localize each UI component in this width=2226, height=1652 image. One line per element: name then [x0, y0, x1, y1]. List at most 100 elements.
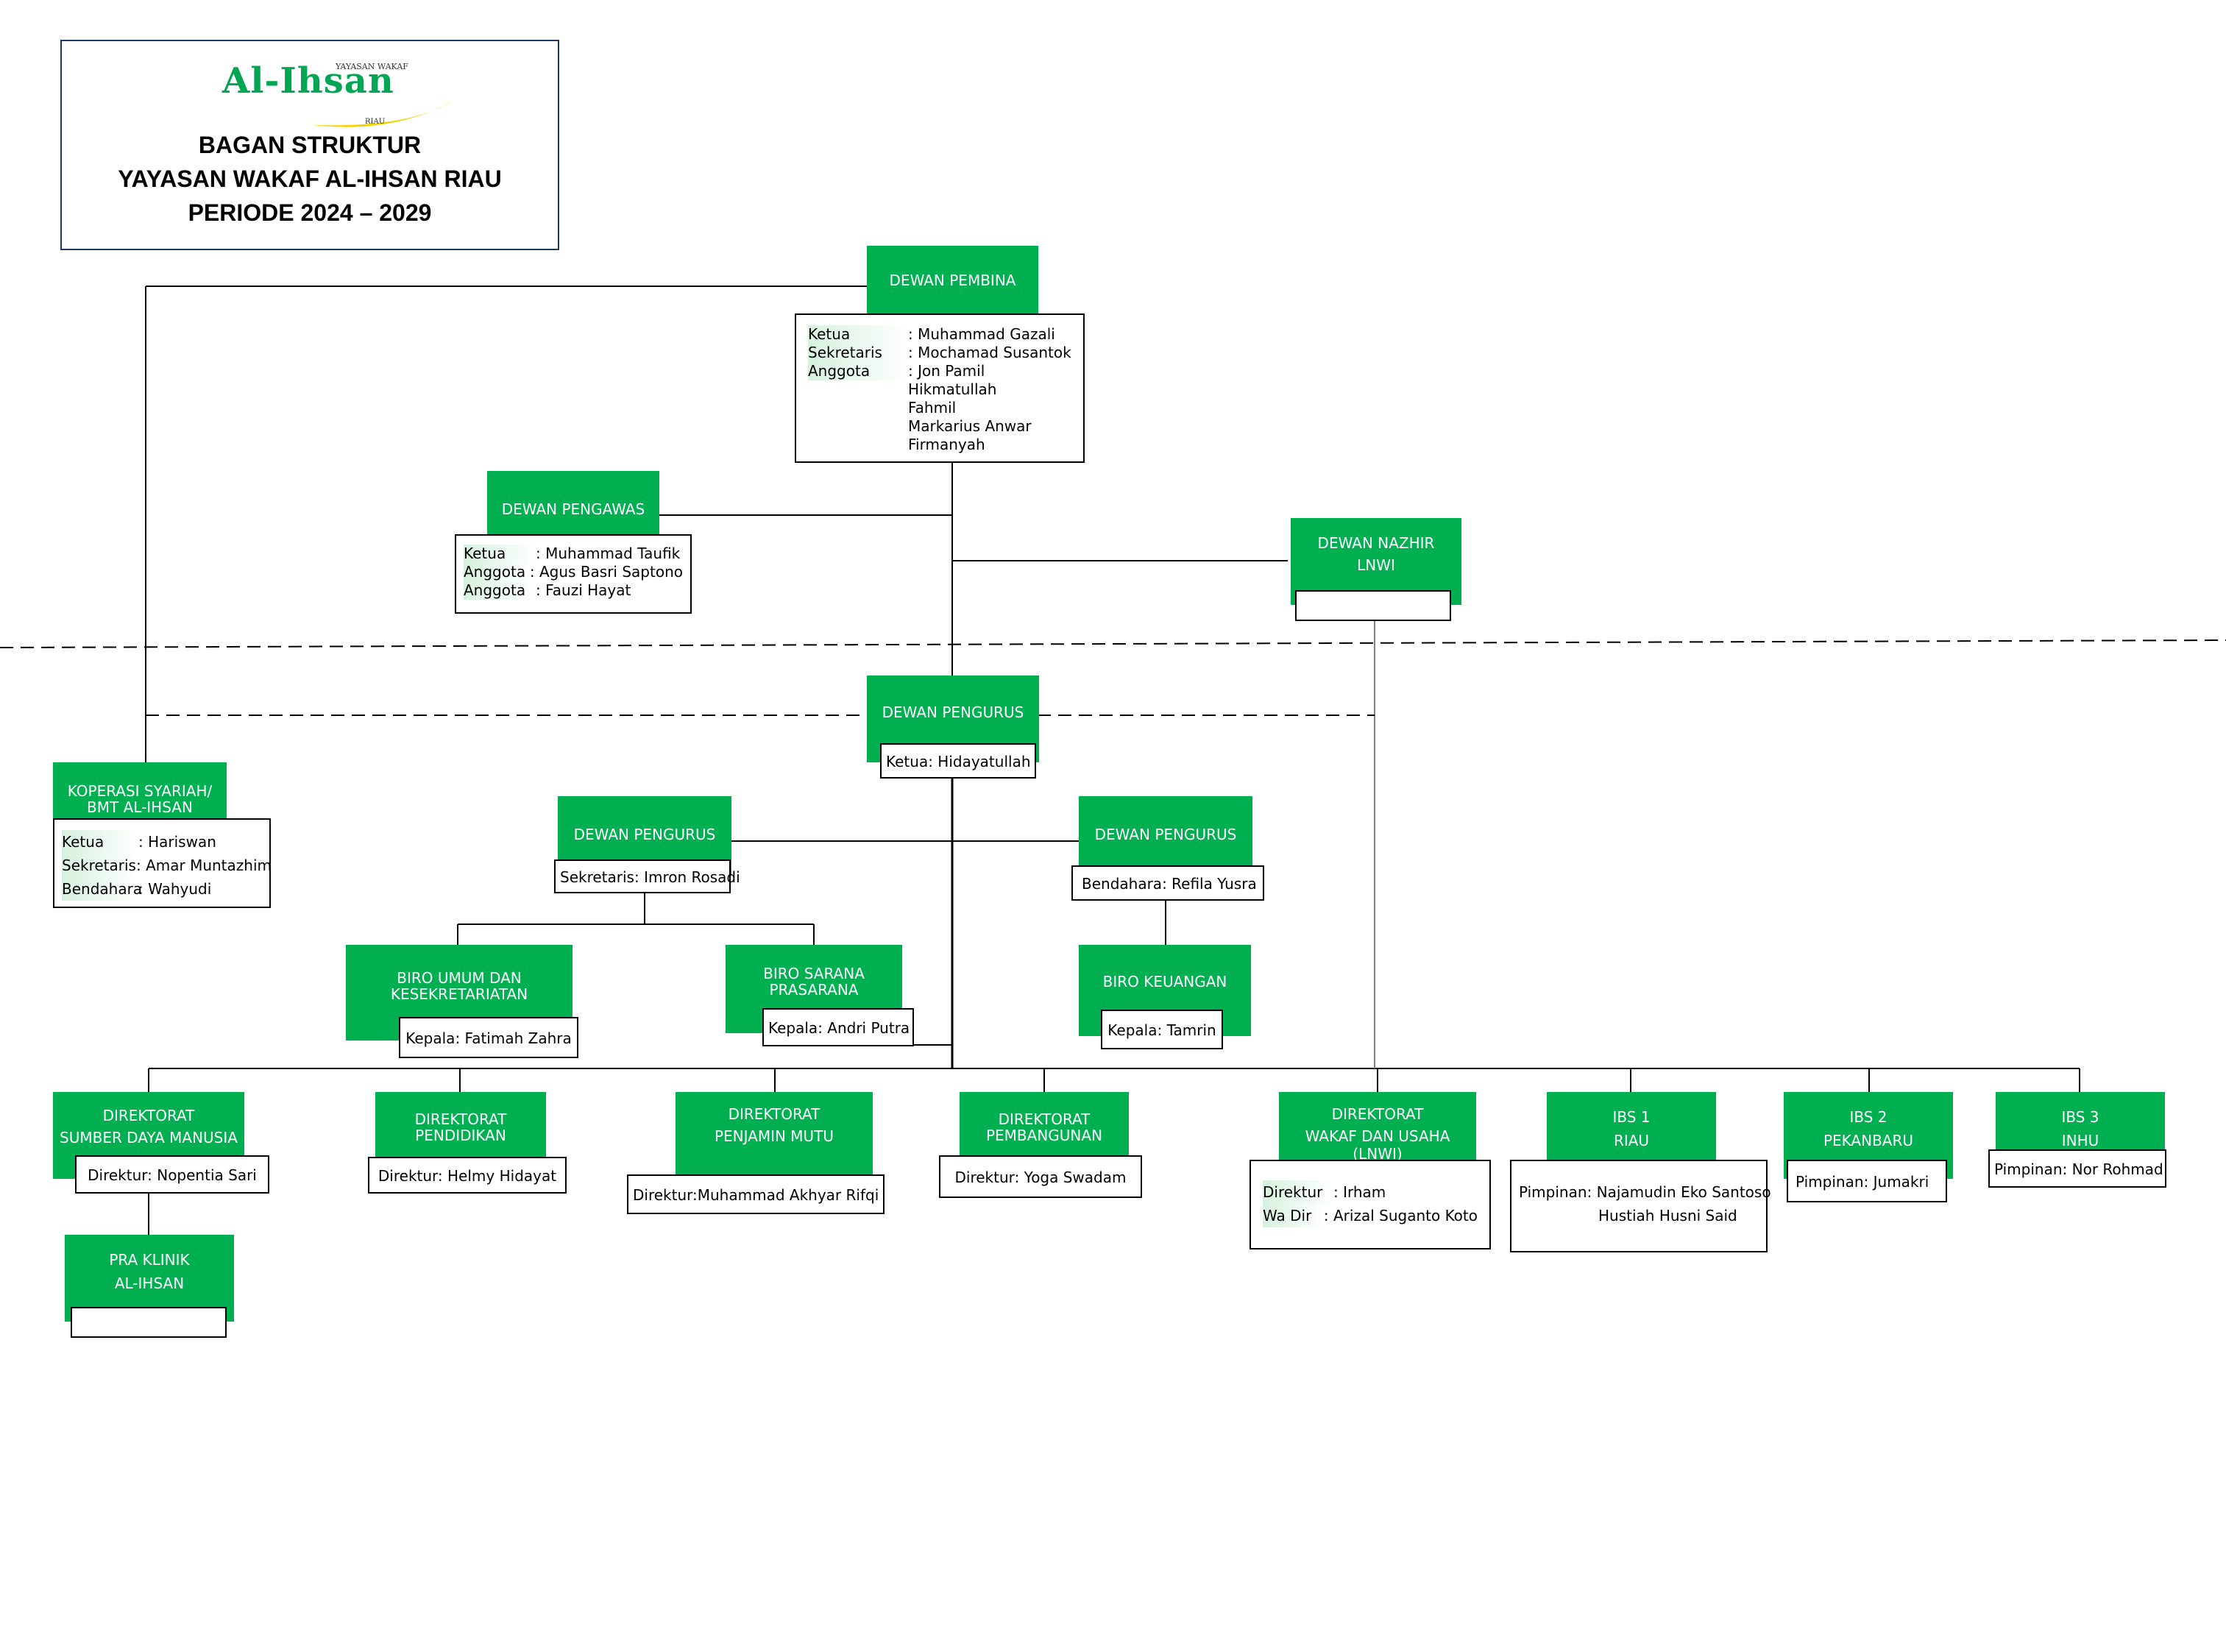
- dir-mutu-subtitle: PENJAMIN MUTU: [714, 1127, 834, 1145]
- koperasi-title: KOPERASI SYARIAH/: [67, 782, 213, 800]
- member-row: Anggota: Agus Basri Saptono: [464, 563, 683, 581]
- dir-sdm-person: Direktur: Nopentia Sari: [75, 1155, 269, 1194]
- title-block: YAYASAN WAKAF Al-Ihsan RIAU BAGAN STRUKT…: [60, 40, 559, 250]
- member-name: : Amar Muntazhim: [135, 857, 272, 874]
- chart-period: PERIODE 2024 – 2029: [188, 199, 432, 226]
- dewan-pengurus-title: DEWAN PENGURUS: [882, 703, 1024, 721]
- yayasan-logo: YAYASAN WAKAF Al-Ihsan RIAU: [62, 60, 558, 141]
- member-role: Wa Dir: [1263, 1204, 1324, 1227]
- member-name: Firmanyah: [908, 436, 985, 453]
- member-role: [808, 436, 908, 454]
- chart-org: YAYASAN WAKAF AL-IHSAN RIAU: [118, 166, 502, 192]
- member-row: Anggota: Jon Pamil: [808, 362, 1071, 380]
- member-name: Hikmatullah: [908, 380, 997, 398]
- member-name: : Hariswan: [138, 833, 216, 851]
- ibs3-title: IBS 3: [2061, 1108, 2099, 1126]
- dir-mutu-title: DIREKTORAT: [728, 1105, 820, 1123]
- dir-pendidikan-subtitle: PENDIDIKAN: [415, 1127, 506, 1144]
- member-role: Bendahara: [62, 877, 142, 901]
- member-row: Ketua: Hariswan: [62, 830, 262, 854]
- member-row: Bendahara: Wahyudi: [62, 877, 262, 901]
- member-role: Ketua: [62, 830, 138, 854]
- member-row: Markarius Anwar: [808, 417, 1071, 436]
- bendahara-title: DEWAN PENGURUS: [1094, 826, 1237, 843]
- ibs1-title: IBS 1: [1612, 1108, 1651, 1126]
- biro-umum-person: Kepala: Fatimah Zahra: [399, 1017, 578, 1058]
- dewan-nazhir-title: DEWAN NAZHIR: [1317, 534, 1435, 552]
- member-role: Direktur: [1263, 1180, 1333, 1204]
- member-row: Ketua: Muhammad Gazali: [808, 325, 1071, 344]
- dir-wakaf-subtitle: WAKAF dan USAHA (LNWI): [1305, 1127, 1450, 1163]
- member-row: Sekretaris: Mochamad Susantok: [808, 344, 1071, 362]
- ibs3-person: Pimpinan: Nor Rohmad: [1988, 1149, 2166, 1188]
- ibs3-subtitle: INHU: [2061, 1132, 2099, 1149]
- member-name: : Jon Pamil: [908, 362, 985, 380]
- member-row: Sekretaris: Amar Muntazhim: [62, 854, 272, 877]
- dewan-pengurus-ketua: Ketua: Hidayatullah: [880, 743, 1036, 779]
- dir-pembangunan-title: DIREKTORAT: [998, 1110, 1091, 1128]
- klinik-subtitle: AL-IHSAN: [114, 1275, 185, 1292]
- member-name: Markarius Anwar: [908, 417, 1032, 435]
- member-role: [808, 417, 908, 436]
- member-role: Sekretaris: [62, 854, 136, 877]
- ibs1-person-2: Hustiah Husni Said: [1598, 1207, 1737, 1224]
- dir-sdm-title: DIREKTORAT: [102, 1107, 195, 1124]
- logo-swoosh-icon: [312, 102, 452, 127]
- ibs1-person-1: Pimpinan: Najamudin Eko Santoso: [1519, 1183, 1771, 1201]
- member-role: Anggota: [464, 563, 530, 581]
- dewan-nazhir-members: [1295, 590, 1451, 621]
- member-role: Ketua: [808, 325, 908, 344]
- bendahara-person: Bendahara: Refila Yusra: [1071, 865, 1264, 901]
- member-role: Ketua: [464, 545, 536, 563]
- biro-keuangan-person: Kepala: Tamrin: [1101, 1010, 1223, 1049]
- sekretaris-person: Sekretaris: Imron Rosadi: [554, 859, 740, 893]
- dir-pendidikan-title: DIREKTORAT: [414, 1110, 507, 1128]
- logo-text: Al-Ihsan: [222, 60, 394, 102]
- dewan-pengawas-title: DEWAN PENGAWAS: [501, 500, 645, 518]
- member-row: Direktur: Irham: [1263, 1180, 1478, 1204]
- member-name: : Muhammad Gazali: [908, 325, 1055, 343]
- dir-pembangunan-subtitle: PEMBANGUNAN: [985, 1127, 1103, 1144]
- member-row: Hikmatullah: [808, 380, 1071, 399]
- biro-keuangan-title: BIRO KEUANGAN: [1102, 973, 1227, 990]
- dir-wakaf-title: DIREKTORAT: [1331, 1105, 1424, 1123]
- biro-umum-subtitle: KESEKRETARIATAN: [390, 985, 528, 1003]
- logo-riau: RIAU: [365, 118, 386, 126]
- biro-sarana-title: BIRO SARANA: [763, 965, 865, 982]
- member-row: Firmanyah: [808, 436, 1071, 454]
- koperasi-subtitle: BMT AL-IHSAN: [87, 798, 193, 816]
- sekretaris-title: DEWAN PENGURUS: [573, 826, 716, 843]
- dir-mutu-person: Direktur:Muhammad Akhyar Rifqi: [627, 1174, 885, 1214]
- member-name: : Fauzi Hayat: [536, 581, 631, 599]
- dir-sdm-subtitle: SUMBER DAYA MANUSIA: [60, 1129, 238, 1146]
- member-name: : Irham: [1333, 1183, 1386, 1201]
- member-row: Ketua: Muhammad Taufik: [464, 545, 683, 563]
- member-row: Anggota: Fauzi Hayat: [464, 581, 683, 600]
- ibs2-title: IBS 2: [1849, 1108, 1888, 1126]
- klinik-members: [71, 1307, 227, 1338]
- member-row: Wa Dir: Arizal Suganto Koto: [1263, 1204, 1478, 1227]
- member-role: Sekretaris: [808, 344, 908, 362]
- dewan-pembina-title: DEWAN PEMBINA: [889, 272, 1016, 289]
- dewan-nazhir-subtitle: LNWI: [1357, 556, 1395, 574]
- dir-mutu-header: DIREKTORAT PENJAMIN MUTU: [676, 1092, 873, 1179]
- biro-umum-title: BIRO UMUM DAN: [397, 969, 522, 987]
- member-role: [808, 380, 908, 399]
- ibs2-person: Pimpinan: Jumakri: [1787, 1160, 1947, 1202]
- ibs1-members: Pimpinan: Najamudin Eko Santoso Hustiah …: [1510, 1160, 1771, 1252]
- member-name: : Muhammad Taufik: [536, 545, 681, 562]
- member-role: Anggota: [464, 581, 536, 600]
- member-role: [808, 399, 908, 417]
- member-row: Fahmil: [808, 399, 1071, 417]
- biro-sarana-person: Kepala: Andri Putra: [762, 1008, 914, 1046]
- dir-pendidikan-person: Direktur: Helmy Hidayat: [368, 1157, 567, 1194]
- dir-pembangunan-person: Direktur: Yoga Swadam: [939, 1155, 1142, 1198]
